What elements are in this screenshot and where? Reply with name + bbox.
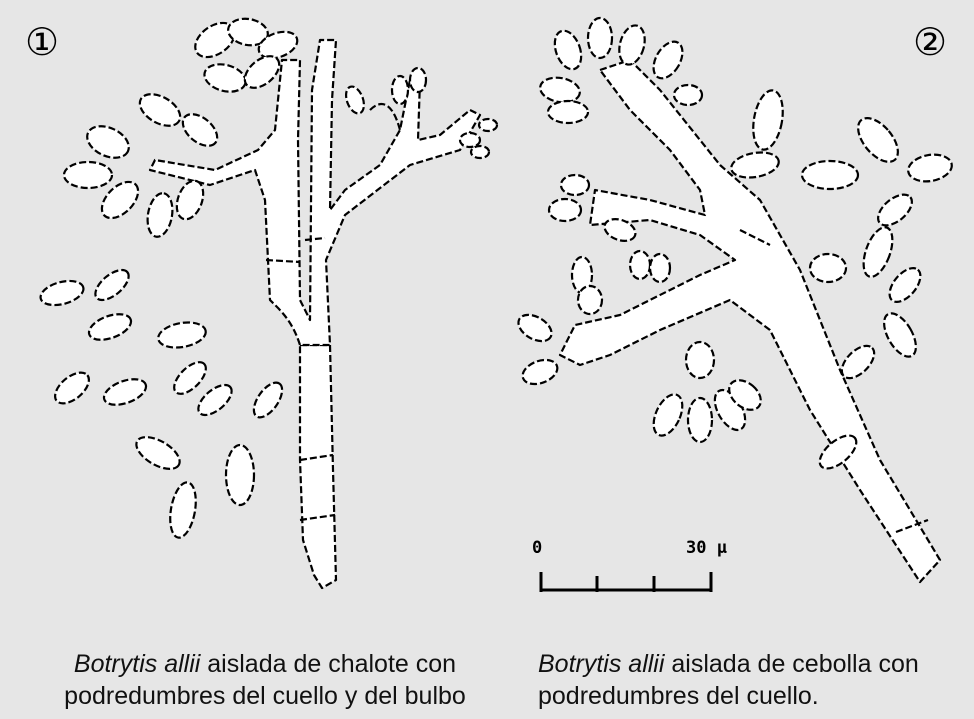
caption-1-species: Botrytis allii <box>74 650 200 678</box>
caption-2-line-2: podredumbres del cuello. <box>538 680 958 712</box>
caption-2-species: Botrytis allii <box>538 650 664 678</box>
loose-conidia-left <box>38 264 288 539</box>
caption-panel-2: Botrytis allii aislada de cebolla con po… <box>538 648 958 712</box>
caption-1-rest: aislada de chalote con <box>200 650 456 678</box>
scale-bar <box>540 572 712 592</box>
scale-end-label: 30 µ <box>686 538 727 558</box>
caption-panel-1: Botrytis allii aislada de chalote con po… <box>55 648 475 712</box>
caption-1-line-1: Botrytis allii aislada de chalote con <box>55 648 475 680</box>
caption-2-line-1: Botrytis allii aislada de cebolla con <box>538 648 958 680</box>
scale-start-label: 0 <box>532 538 542 558</box>
caption-2-rest: aislada de cebolla con <box>664 650 918 678</box>
caption-1-line-2: podredumbres del cuello y del bulbo <box>55 680 475 712</box>
